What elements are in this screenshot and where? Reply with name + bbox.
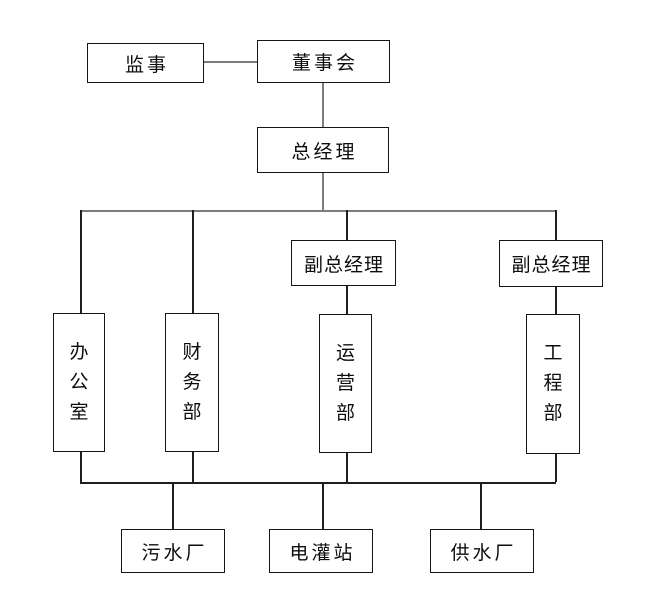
edge-distribution-office-line	[80, 210, 82, 313]
node-deputy-gm-1-label: 副总经理	[303, 254, 384, 276]
node-engineering-dept: 工程部	[526, 314, 580, 454]
node-sewage-plant: 污水厂	[121, 529, 225, 573]
edge-deputy1-operations-line	[346, 286, 348, 314]
edge-operations-bus-line	[346, 453, 348, 482]
edge-bus-sewage-line	[172, 482, 174, 529]
node-pumping-station: 电灌站	[269, 529, 373, 573]
node-finance-dept-label: 财务部	[182, 341, 202, 423]
edge-distribution-deputy1-line	[346, 210, 348, 240]
edge-supervisor-board-line	[204, 61, 257, 63]
node-water-supply-plant-label: 供水厂	[450, 542, 517, 564]
node-deputy-gm-1: 副总经理	[291, 240, 396, 286]
node-operations-dept-label: 运营部	[335, 342, 355, 424]
edge-office-bus-line	[80, 452, 82, 482]
edge-bus-pumping-line	[322, 482, 324, 529]
node-supervisor-label: 监事	[124, 54, 169, 76]
node-office-label: 办公室	[69, 341, 89, 423]
node-office: 办公室	[53, 313, 105, 452]
node-general-manager: 总经理	[257, 127, 389, 173]
distribution-bus-line	[80, 210, 556, 212]
node-board: 董事会	[257, 40, 390, 83]
edge-deputy2-engineering-line	[555, 287, 557, 314]
node-pumping-station-label: 电灌站	[289, 542, 356, 564]
node-deputy-gm-2: 副总经理	[499, 240, 603, 287]
node-general-manager-label: 总经理	[291, 141, 358, 163]
node-operations-dept: 运营部	[319, 314, 372, 453]
lower-shared-bus-line	[80, 482, 556, 484]
node-supervisor: 监事	[87, 43, 204, 83]
node-deputy-gm-2-label: 副总经理	[511, 255, 592, 276]
node-board-label: 董事会	[291, 53, 358, 74]
edge-engineering-bus-line	[555, 454, 557, 482]
edge-bus-water-line	[480, 482, 482, 529]
edge-gm-distribution-line	[322, 173, 324, 210]
node-sewage-plant-label: 污水厂	[141, 542, 208, 564]
edge-distribution-finance-line	[192, 210, 194, 313]
edge-finance-bus-line	[192, 452, 194, 482]
node-finance-dept: 财务部	[165, 313, 219, 452]
node-engineering-dept-label: 工程部	[543, 343, 563, 424]
node-water-supply-plant: 供水厂	[430, 529, 534, 573]
edge-distribution-deputy2-line	[555, 210, 557, 240]
edge-board-gm-line	[322, 83, 324, 127]
